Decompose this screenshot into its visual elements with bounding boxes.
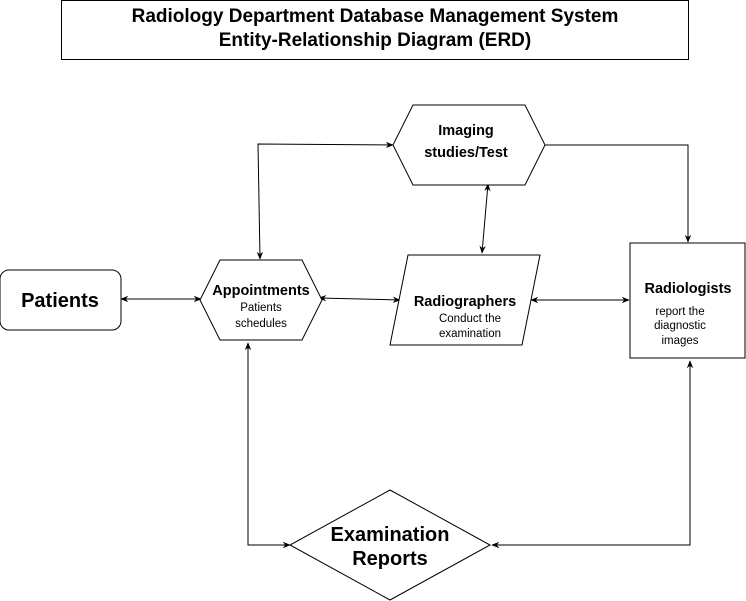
appointments-sub-2: schedules xyxy=(235,318,287,330)
appointments-label: Appointments xyxy=(212,283,309,299)
edge-imaging-radiographers xyxy=(479,183,491,254)
edge-appointments-radiographers xyxy=(318,294,401,304)
imaging-label-1: Imaging xyxy=(438,123,494,139)
node-radiographers: Radiographers Conduct the examination xyxy=(389,254,541,346)
imaging-shape xyxy=(392,104,546,186)
radiologists-sub-1: report the xyxy=(655,306,704,318)
radiologists-label: Radiologists xyxy=(644,281,731,297)
appointments-shape xyxy=(199,259,323,341)
reports-label-1: Examination xyxy=(331,524,450,546)
diagram-title-line-1: Radiology Department Database Management… xyxy=(131,6,619,27)
radiologists-sub-2: diagnostic xyxy=(654,320,706,332)
node-radiologists: Radiologists report the diagnostic image… xyxy=(629,242,746,359)
diagram-title-box: Radiology Department Database Management… xyxy=(61,0,689,60)
node-examination-reports: Examination Reports xyxy=(288,489,492,601)
node-patients: Patients xyxy=(0,269,122,331)
node-imaging-studies: Imaging studies/Test xyxy=(392,104,546,186)
radiographers-shape xyxy=(389,254,541,346)
reports-shape xyxy=(288,489,492,601)
appointments-sub-1: Patients xyxy=(240,302,282,314)
patients-shape xyxy=(0,269,122,331)
radiologists-sub-3: images xyxy=(661,335,698,347)
radiographers-sub-2: examination xyxy=(439,328,501,340)
radiologists-shape xyxy=(629,242,746,359)
imaging-label-2: studies/Test xyxy=(424,145,508,161)
reports-label-2: Reports xyxy=(352,548,428,570)
radiographers-label: Radiographers xyxy=(414,294,516,310)
radiographers-sub-1: Conduct the xyxy=(439,313,501,325)
diagram-title-line-2: Entity-Relationship Diagram (ERD) xyxy=(218,30,532,51)
node-appointments: Appointments Patients schedules xyxy=(199,259,323,341)
edge-appointments-reports xyxy=(244,342,291,549)
patients-label: Patients xyxy=(21,290,99,312)
edge-imaging-radiologists xyxy=(545,144,692,243)
edge-appointments-imaging xyxy=(256,141,394,260)
edge-radiologists-reports xyxy=(491,360,694,549)
